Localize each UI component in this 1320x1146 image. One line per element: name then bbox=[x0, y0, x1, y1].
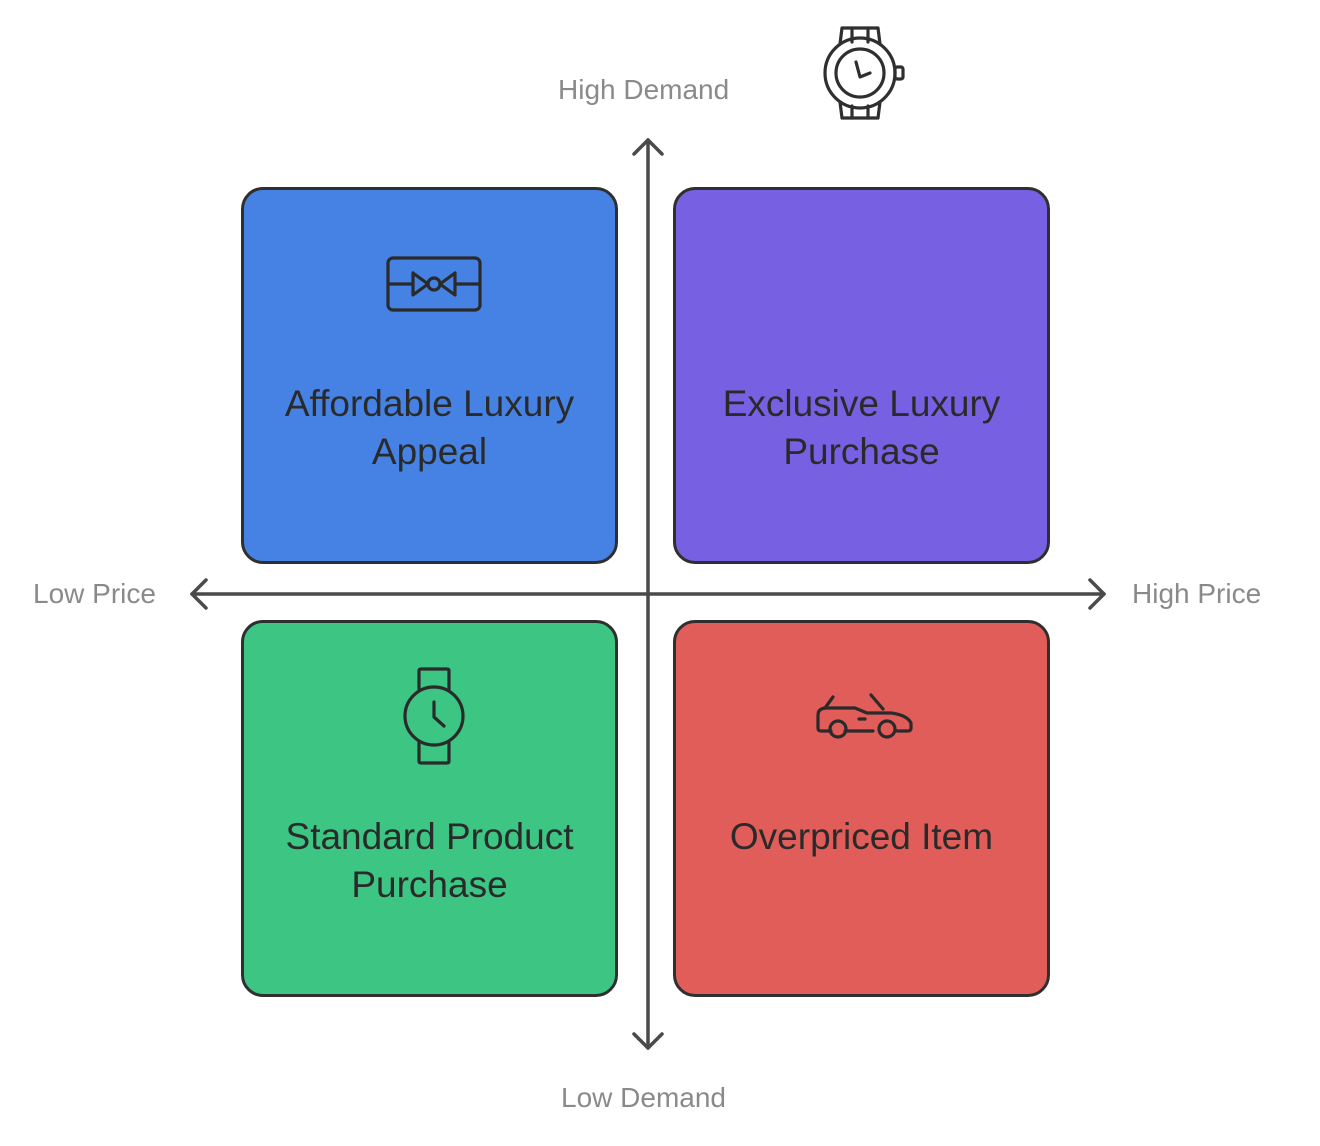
quadrant-title-line1: Exclusive Luxury bbox=[722, 383, 1001, 424]
vertical-axis-arrow-top bbox=[632, 138, 664, 156]
low-price-label: Low Price bbox=[33, 578, 156, 609]
quadrant-title-line1: Standard Product bbox=[285, 816, 574, 857]
high-demand-label: High Demand bbox=[558, 74, 730, 105]
quadrant-title-line1: Affordable Luxury bbox=[284, 383, 575, 424]
quadrant-standard-product: Standard Product Purchase bbox=[241, 620, 618, 997]
quadrant-title-line1: Overpriced Item bbox=[729, 816, 994, 857]
quadrant-label: Overpriced Item bbox=[676, 813, 1047, 861]
quadrant-label: Affordable Luxury Appeal bbox=[244, 380, 615, 476]
horizontal-axis-arrow-left bbox=[190, 578, 208, 610]
watch-icon bbox=[403, 667, 465, 765]
quadrant-label: Exclusive Luxury Purchase bbox=[676, 380, 1047, 476]
high-price-label: High Price bbox=[1132, 578, 1262, 609]
wristwatch-icon bbox=[823, 26, 905, 120]
quadrant-title-line2: Purchase bbox=[783, 431, 940, 472]
convertible-car-icon bbox=[816, 693, 913, 739]
quadrant-exclusive-luxury: Exclusive Luxury Purchase bbox=[673, 187, 1050, 564]
vertical-axis-arrow-bottom bbox=[632, 1032, 664, 1050]
quadrant-title-line2: Appeal bbox=[371, 431, 488, 472]
bow-tie-box-icon bbox=[386, 256, 482, 312]
quadrant-label: Standard Product Purchase bbox=[244, 813, 615, 909]
quadrant-title-line2: Purchase bbox=[351, 864, 508, 905]
low-demand-label: Low Demand bbox=[561, 1082, 726, 1113]
quadrant-overpriced-item: Overpriced Item bbox=[673, 620, 1050, 997]
quadrant-affordable-luxury: Affordable Luxury Appeal bbox=[241, 187, 618, 564]
horizontal-axis-arrow-right bbox=[1088, 578, 1106, 610]
